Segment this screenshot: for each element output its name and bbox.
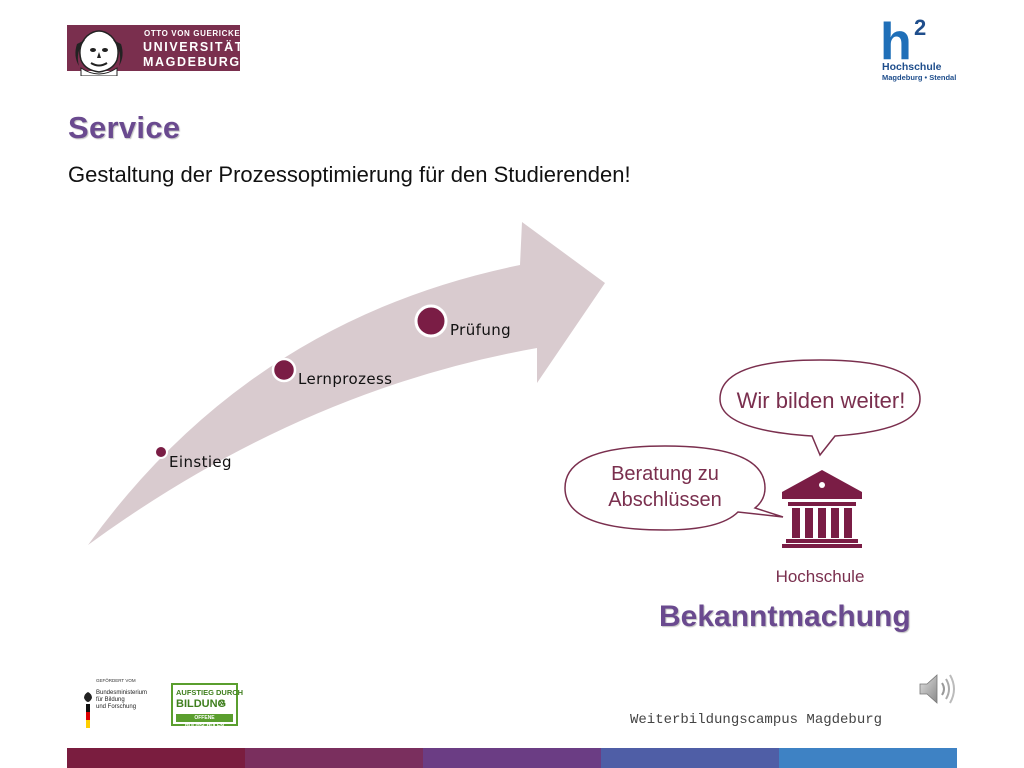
- speech-bubble-weiter: [719, 359, 921, 457]
- aufstieg-durch-bildung-logo: AUFSTIEG DURCH BILDUNG » OFFENE HOCHSCHU…: [171, 683, 243, 729]
- footer-bar-segment: [245, 748, 423, 768]
- ovgu-logo-line1: OTTO VON GUERICKE: [144, 29, 241, 38]
- bubble-beratung-text: Beratung zu Abschlüssen: [590, 461, 740, 513]
- step-marker-einstieg: [154, 445, 168, 459]
- guericke-portrait-icon: [67, 25, 133, 76]
- h2-superscript: 2: [914, 15, 926, 40]
- h2-logo-name: Hochschule: [882, 61, 942, 73]
- bmbf-logo: GEFÖRDERT VOM Bundesministerium für Bild…: [82, 678, 152, 728]
- h2-hochschule-logo: h 2 Hochschule Magdeburg • Stendal: [878, 13, 960, 83]
- bmbf-name-line2: für Bildung: [96, 697, 125, 703]
- aufstieg-line2: BILDUNG: [176, 698, 227, 710]
- aufstieg-badge: OFFENE HOCHSCHULEN: [176, 714, 233, 729]
- footer-bar-segment: [423, 748, 601, 768]
- footer-bar-segment: [601, 748, 779, 768]
- bmbf-name-line3: und Forschung: [96, 704, 137, 710]
- speech-bubble-beratung: [564, 445, 784, 531]
- step-marker-lernprozess: [271, 357, 297, 383]
- aufstieg-chevrons-icon: »: [219, 697, 226, 709]
- campus-label: Weiterbildungscampus Magdeburg: [630, 712, 883, 728]
- step-marker-pruefung: [414, 304, 448, 338]
- h2-logo-sub: Magdeburg • Stendal: [882, 73, 957, 82]
- aufstieg-line1: AUFSTIEG DURCH: [176, 688, 244, 697]
- bubble-beratung-line2: Abschlüssen: [608, 489, 722, 511]
- process-arrow-shape: [88, 222, 605, 545]
- footer-bar-segment: [67, 748, 245, 768]
- step-label-lernprozess: Lernprozess: [298, 370, 393, 388]
- step-label-pruefung: Prüfung: [450, 321, 512, 339]
- bekanntmachung-heading: Bekanntmachung: [659, 600, 911, 633]
- slide-subtitle: Gestaltung der Prozessoptimierung für de…: [68, 162, 631, 187]
- hochschule-label: Hochschule: [775, 567, 865, 586]
- speaker-icon[interactable]: [918, 672, 958, 706]
- step-label-einstieg: Einstieg: [169, 453, 232, 471]
- german-eagle-flag-icon: [84, 692, 92, 728]
- slide-title: Service: [68, 110, 181, 145]
- ovgu-logo-line3: MAGDEBURG: [143, 55, 241, 69]
- footer-color-bar: [67, 748, 957, 768]
- bubble-beratung-line1: Beratung zu: [611, 463, 719, 485]
- university-building-icon: [782, 470, 862, 548]
- bubble-weiter-text: Wir bilden weiter!: [736, 388, 906, 413]
- footer-bar-segment: [779, 748, 957, 768]
- ovgu-logo-line2: UNIVERSITÄT: [143, 40, 244, 54]
- ovgu-logo: OTTO VON GUERICKE UNIVERSITÄT MAGDEBURG: [67, 25, 242, 76]
- bmbf-name-line1: Bundesministerium: [96, 690, 148, 696]
- bmbf-funded-text: GEFÖRDERT VOM: [96, 678, 136, 683]
